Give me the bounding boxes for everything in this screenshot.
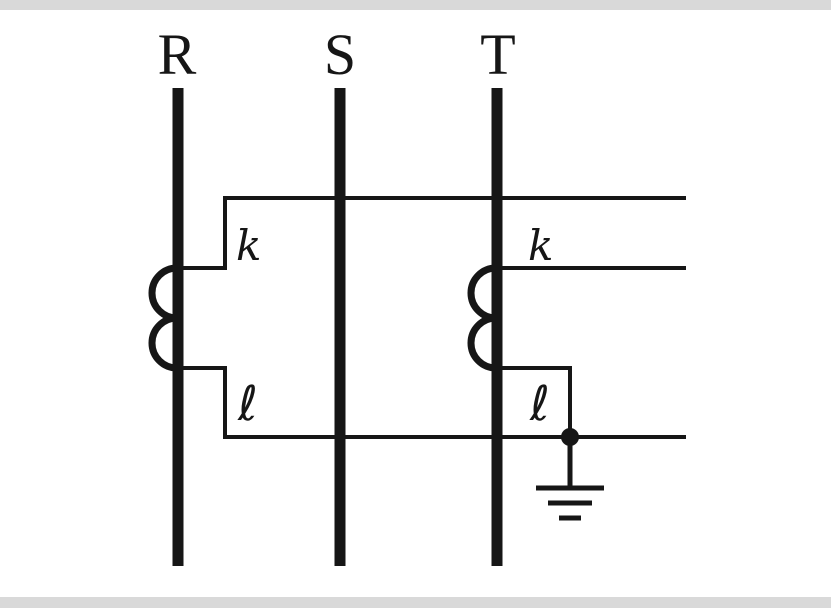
phase-buses: [172, 88, 503, 566]
secondary-wiring: [178, 196, 686, 439]
ct-windings: [148, 264, 497, 372]
ct-winding-r: [148, 264, 178, 372]
ct-winding-t: [467, 264, 497, 372]
phase-labels: R S T: [158, 22, 516, 87]
phase-label-s: S: [324, 22, 356, 87]
phase-label-t: T: [480, 22, 515, 87]
wire-ct-r-k: [178, 196, 686, 270]
ct-r-terminal-k-label: k: [236, 221, 261, 270]
ct-t-terminal-l-label: ℓ: [529, 376, 550, 432]
phase-label-r: R: [158, 22, 197, 87]
wire-ct-r-l: [178, 366, 686, 439]
bottom-edge-strip: [0, 597, 831, 608]
ct-t-terminal-k-label: k: [528, 221, 553, 270]
top-edge-strip: [0, 0, 831, 10]
terminal-labels: k ℓ k ℓ: [236, 221, 553, 432]
ct-r-terminal-l-label: ℓ: [237, 376, 258, 432]
wire-ct-t-l: [497, 366, 572, 437]
earth-ground-symbol: [536, 437, 604, 521]
